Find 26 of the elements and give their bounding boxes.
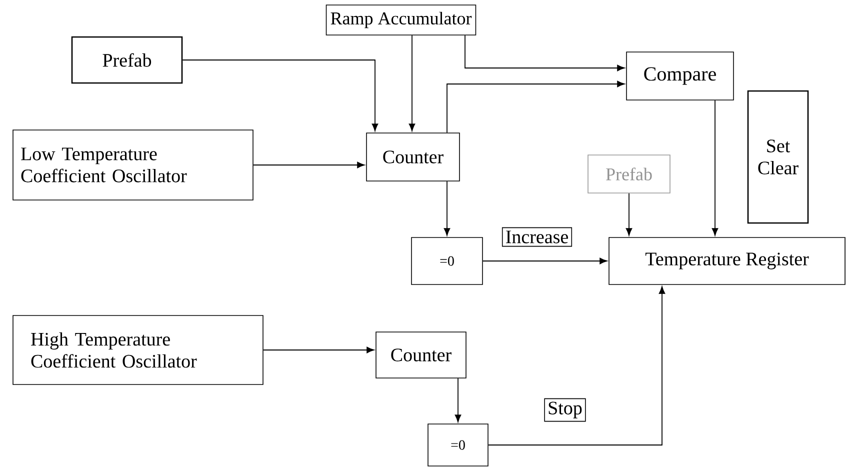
process-box: Ramp Accumulator (326, 4, 476, 36)
arrow (488, 286, 666, 446)
process-box: Set Clear (747, 90, 809, 224)
edge-label: Stop (544, 398, 586, 422)
arrow (482, 258, 608, 264)
process-box: =0 (411, 237, 483, 285)
arrow (262, 346, 374, 354)
process-box: Counter (366, 132, 460, 182)
arrow (454, 378, 462, 422)
process-box: Low Temperature Coefficient Oscillator (12, 130, 254, 200)
process-box: Temperature Register (608, 237, 846, 285)
process-box: Compare (626, 52, 734, 100)
arrow (444, 180, 450, 236)
process-box: High Temperature Coefficient Oscillator (12, 315, 264, 385)
arrow (446, 80, 625, 134)
arrow (252, 162, 365, 168)
process-box: =0 (428, 424, 488, 466)
process-box: Prefab (588, 154, 670, 194)
arrow (626, 192, 632, 236)
arrow (464, 34, 625, 72)
process-box: Prefab (71, 36, 183, 84)
edge-label: Increase (502, 227, 572, 247)
process-box: Counter (376, 332, 466, 378)
arrow (182, 60, 378, 132)
arrow (408, 34, 416, 132)
arrow (712, 100, 718, 236)
